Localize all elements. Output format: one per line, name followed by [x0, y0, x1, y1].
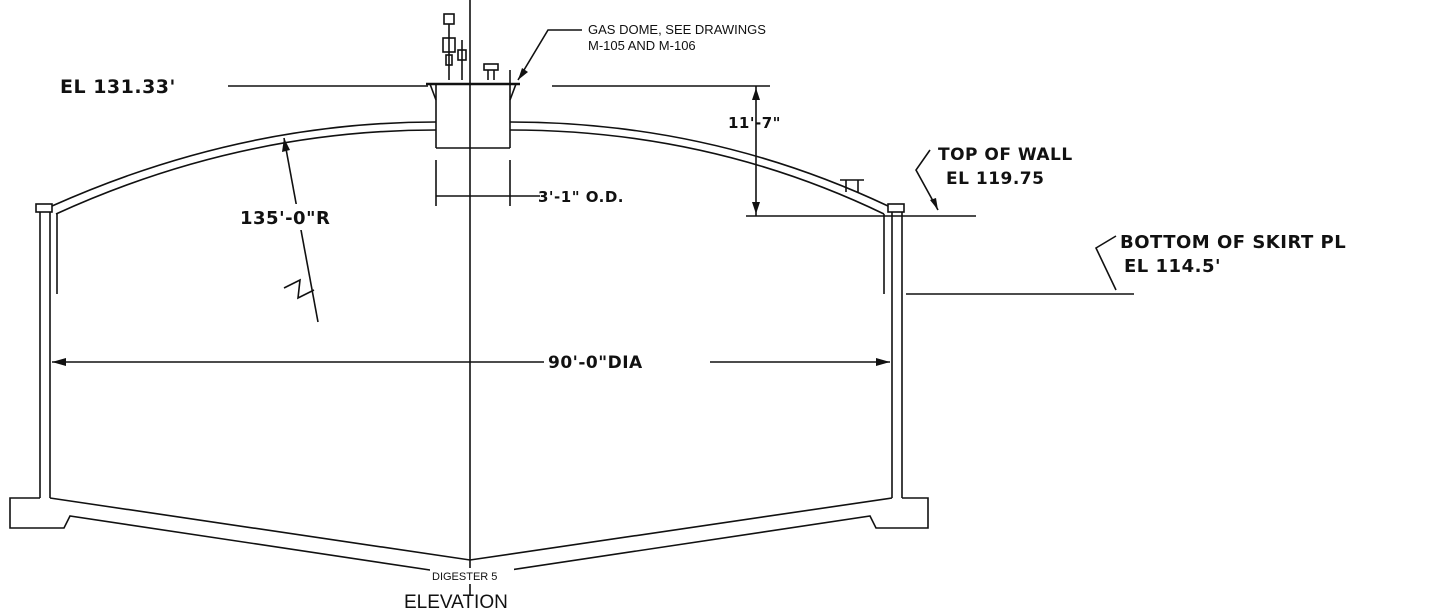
diameter-dimension [52, 358, 890, 366]
roof-fitting [840, 179, 864, 192]
caption-bg [430, 568, 514, 584]
base-floor [9, 497, 929, 577]
gas-dome-leader [517, 29, 582, 81]
roof-outer-left [51, 121, 437, 207]
gas-dome-arrow [518, 68, 528, 80]
wall-right [883, 203, 905, 498]
roof-outer-right [509, 121, 889, 207]
roof-inner-right [509, 129, 885, 215]
top-of-wall-leader [915, 149, 939, 211]
top-of-wall-label: TOP OF WALL [938, 145, 1073, 165]
height-dim-label: 11'-7" [728, 114, 781, 132]
gas-dome-label-2: M-105 AND M-106 [588, 38, 696, 53]
roof-inner-left [55, 129, 437, 215]
radius-label: 135'-0"R [240, 208, 330, 229]
top-of-wall-el-label: EL 119.75 [946, 169, 1044, 189]
gas-dome-label-1: GAS DOME, SEE DRAWINGS [588, 22, 766, 37]
radius-label-bg [236, 204, 332, 230]
dome-od-dimension [435, 160, 540, 206]
height-dimension [746, 86, 976, 217]
bottom-skirt-el-label: EL 114.5' [1124, 256, 1221, 277]
bottom-skirt-leader [1094, 235, 1117, 291]
wall-left [35, 203, 58, 498]
gas-dome-equipment [426, 13, 520, 149]
bottom-skirt-label: BOTTOM OF SKIRT PL [1120, 232, 1346, 253]
top-of-wall-arrow [930, 198, 938, 210]
caption-subtitle: DIGESTER 5 [432, 571, 497, 583]
el-top-label: EL 131.33' [60, 76, 176, 98]
diameter-label: 90'-0"DIA [548, 353, 643, 373]
caption-title: ELEVATION [404, 592, 508, 613]
dome-od-label: 3'-1" O.D. [538, 188, 624, 206]
